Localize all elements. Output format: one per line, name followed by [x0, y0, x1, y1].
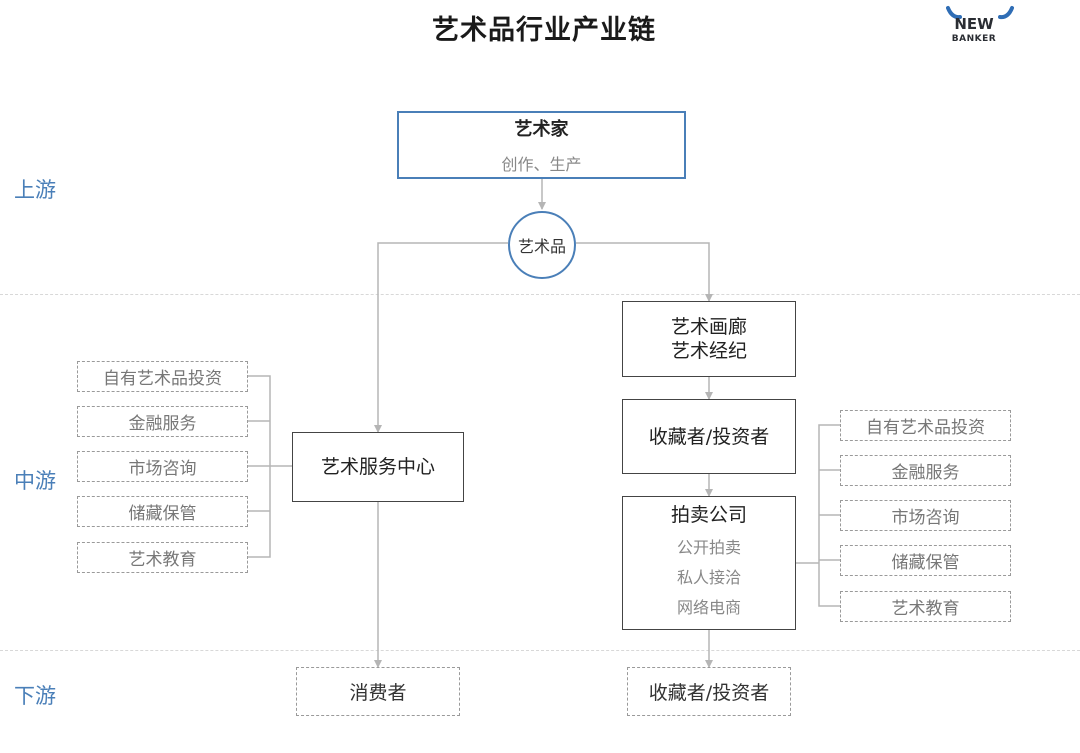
right-service-item: 金融服务: [840, 455, 1011, 486]
left-service-item: 金融服务: [77, 406, 248, 437]
artwork-node: 艺术品: [508, 211, 576, 279]
consumers-label: 消费者: [349, 682, 407, 704]
left-service-item: 艺术教育: [77, 542, 248, 573]
left-service-item: 自有艺术品投资: [77, 361, 248, 392]
gallery-node: 艺术画廊 艺术经纪: [622, 301, 796, 377]
right-service-item: 储藏保管: [840, 545, 1011, 576]
right-service-item: 市场咨询: [840, 500, 1011, 531]
auction-item: 网络电商: [676, 598, 741, 617]
auction-title: 拍卖公司: [670, 504, 747, 526]
logo-text-banker: BANKER: [951, 34, 997, 44]
auction-item: 公开拍卖: [676, 538, 741, 557]
artist-title: 艺术家: [514, 119, 569, 140]
consumers-node: 消费者: [296, 667, 460, 716]
stage-label-upstream: 上游: [14, 178, 56, 202]
broker-label: 艺术经纪: [670, 340, 747, 362]
brand-logo: NEW BANKER: [946, 4, 1016, 54]
stage-divider-upper: [0, 294, 1080, 295]
artist-subtitle: 创作、生产: [501, 155, 582, 174]
right-service-item: 艺术教育: [840, 591, 1011, 622]
auction-item: 私人接洽: [676, 568, 741, 587]
downstream-collectors-label: 收藏者/投资者: [648, 682, 770, 704]
stage-label-midstream: 中游: [14, 469, 56, 493]
logo-text-new: NEW: [954, 15, 994, 33]
artist-node: 艺术家 创作、生产: [397, 111, 686, 179]
service-center-label: 艺术服务中心: [320, 456, 435, 478]
gallery-label: 艺术画廊: [670, 316, 747, 338]
stage-divider-lower: [0, 650, 1080, 651]
auction-node: 拍卖公司 公开拍卖 私人接洽 网络电商: [622, 496, 796, 630]
service-center-node: 艺术服务中心: [292, 432, 464, 502]
page-title: 艺术品行业产业链: [432, 15, 656, 46]
stage-label-downstream: 下游: [14, 684, 56, 708]
left-service-item: 市场咨询: [77, 451, 248, 482]
downstream-collectors-node: 收藏者/投资者: [627, 667, 791, 716]
collectors-node: 收藏者/投资者: [622, 399, 796, 474]
bull-horns-icon: [946, 6, 1014, 20]
left-service-item: 储藏保管: [77, 496, 248, 527]
right-service-item: 自有艺术品投资: [840, 410, 1011, 441]
collectors-label: 收藏者/投资者: [648, 425, 770, 448]
